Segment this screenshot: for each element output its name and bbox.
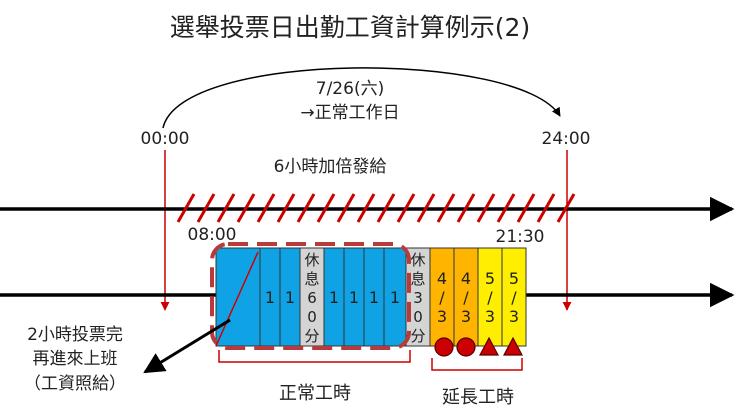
hatch-mark xyxy=(216,193,236,223)
work-block-ot2 xyxy=(501,247,527,347)
double-pay-hatch xyxy=(176,193,576,223)
time-end-label: 24:00 xyxy=(542,129,591,149)
vote-slash xyxy=(215,251,259,347)
vote-note-arrow xyxy=(143,318,231,374)
vote-note-line-1: 2小時投票完 xyxy=(27,325,123,345)
hatch-mark xyxy=(516,193,536,223)
hatch-mark xyxy=(476,193,496,223)
work-block-label: 4/3 xyxy=(461,269,471,326)
work-start-label: 08:00 xyxy=(188,225,237,245)
circle-marker xyxy=(456,337,476,357)
double-pay-label: 6小時加倍發給 xyxy=(274,157,387,177)
normal-hours-label: 正常工時 xyxy=(279,383,351,404)
triangle-marker xyxy=(503,336,523,356)
vote-note-line-2: 再進來上班 xyxy=(33,349,118,369)
day-type-label: →正常工作日 xyxy=(300,103,399,123)
hatch-mark xyxy=(356,193,376,223)
hatch-mark xyxy=(556,193,576,223)
hatch-mark xyxy=(436,193,456,223)
hatch-mark xyxy=(296,193,316,223)
hatch-mark xyxy=(176,193,196,223)
work-block-ot2 xyxy=(477,247,503,347)
hatch-mark xyxy=(236,193,256,223)
work-block-label: 1 xyxy=(390,288,400,307)
overtime-markers xyxy=(434,336,523,357)
hatch-mark xyxy=(196,193,216,223)
work-block-label: 1 xyxy=(349,288,359,307)
hatch-mark xyxy=(256,193,276,223)
hatch-mark xyxy=(496,193,516,223)
triangle-marker xyxy=(479,336,499,356)
hatch-mark xyxy=(456,193,476,223)
normal-hours-bracket xyxy=(218,350,411,363)
work-block-label: 1 xyxy=(329,288,339,307)
work-block-rest xyxy=(299,247,325,347)
page-title: 選舉投票日出勤工資計算例示(2) xyxy=(170,13,530,42)
overtime-bracket xyxy=(431,358,523,371)
work-block-label: 5/3 xyxy=(485,269,495,326)
hatch-mark xyxy=(276,193,296,223)
day-span-arc xyxy=(162,67,561,129)
overtime-label: 延長工時 xyxy=(442,387,514,408)
circle-marker xyxy=(434,337,454,357)
normal-hours-outline xyxy=(210,242,411,350)
vote-note-line-3: （工資照給） xyxy=(24,374,126,394)
work-block-label: 1 xyxy=(285,288,295,307)
hatch-mark xyxy=(416,193,436,223)
time-start-label: 00:00 xyxy=(141,129,190,149)
hatch-mark xyxy=(316,193,336,223)
hatch-mark xyxy=(376,193,396,223)
day-date-label: 7/26(六) xyxy=(316,79,384,99)
hatch-mark xyxy=(396,193,416,223)
work-block-label: 1 xyxy=(265,288,275,307)
hatch-mark xyxy=(336,193,356,223)
work-block-label: 4/3 xyxy=(437,269,447,326)
hatch-mark xyxy=(536,193,556,223)
work-block-label: 5/3 xyxy=(509,269,519,326)
work-block-rest xyxy=(405,247,431,347)
work-block-label: 1 xyxy=(369,288,379,307)
work-end-label: 21:30 xyxy=(496,227,545,247)
